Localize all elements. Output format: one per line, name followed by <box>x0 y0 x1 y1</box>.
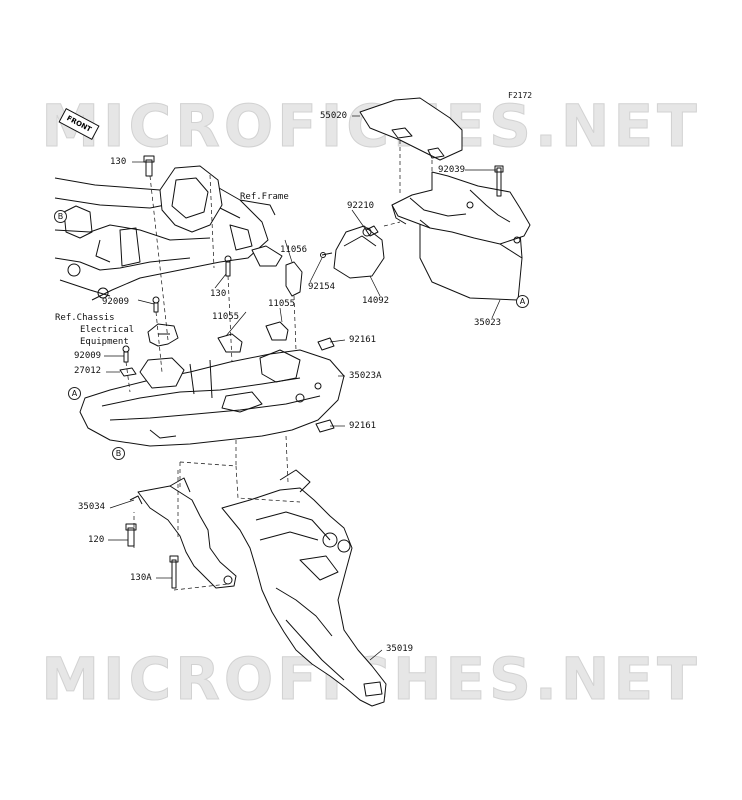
ref-frame-label: Ref.Frame <box>240 192 289 202</box>
part-35023A-label: 35023A <box>349 371 382 381</box>
callout-b-top: B <box>54 210 67 223</box>
ref-chassis-label: Ref.Chassis <box>55 313 115 323</box>
callout-b-bottom: B <box>112 447 125 460</box>
part-35023-label: 35023 <box>474 318 502 328</box>
part-130-top-label: 130 <box>110 157 127 167</box>
part-92210-label: 92210 <box>347 201 375 211</box>
part-35019-label: 35019 <box>386 644 414 654</box>
clip-11055-a <box>217 333 243 353</box>
ref-equipment-label: Equipment <box>80 337 129 347</box>
part-27012-label: 27012 <box>74 366 102 376</box>
part-55020-label: 55020 <box>320 111 348 121</box>
callout-a-left: A <box>68 387 81 400</box>
part-120-label: 120 <box>88 535 105 545</box>
part-11055-b-label: 11055 <box>212 312 240 322</box>
bracket-35034 <box>137 485 237 589</box>
ref-electrical-label: Electrical <box>80 325 135 335</box>
part-92161-upper-label: 92161 <box>349 335 377 345</box>
part-92161-lower-label: 92161 <box>349 421 377 431</box>
part-92009-lower-label: 92009 <box>74 351 102 361</box>
part-14092-label: 14092 <box>362 296 390 306</box>
part-92154-label: 92154 <box>308 282 336 292</box>
diagram-code: F2172 <box>508 91 533 100</box>
clamp <box>147 323 179 347</box>
part-130-mid-label: 130 <box>210 289 227 299</box>
part-11055-a-label: 11055 <box>268 299 296 309</box>
part-35034-label: 35034 <box>78 502 106 512</box>
part-92039-label: 92039 <box>438 165 466 175</box>
clip-11055-b <box>265 321 289 341</box>
part-130A-label: 130A <box>130 573 152 583</box>
cover-14092 <box>333 225 385 279</box>
bracket-11056 <box>285 261 303 297</box>
part-92009-upper-label: 92009 <box>102 297 130 307</box>
part-11056-label: 11056 <box>280 245 308 255</box>
fender-35019 <box>221 487 387 707</box>
callout-a-right: A <box>516 295 529 308</box>
seat-pad-55020 <box>359 97 463 161</box>
